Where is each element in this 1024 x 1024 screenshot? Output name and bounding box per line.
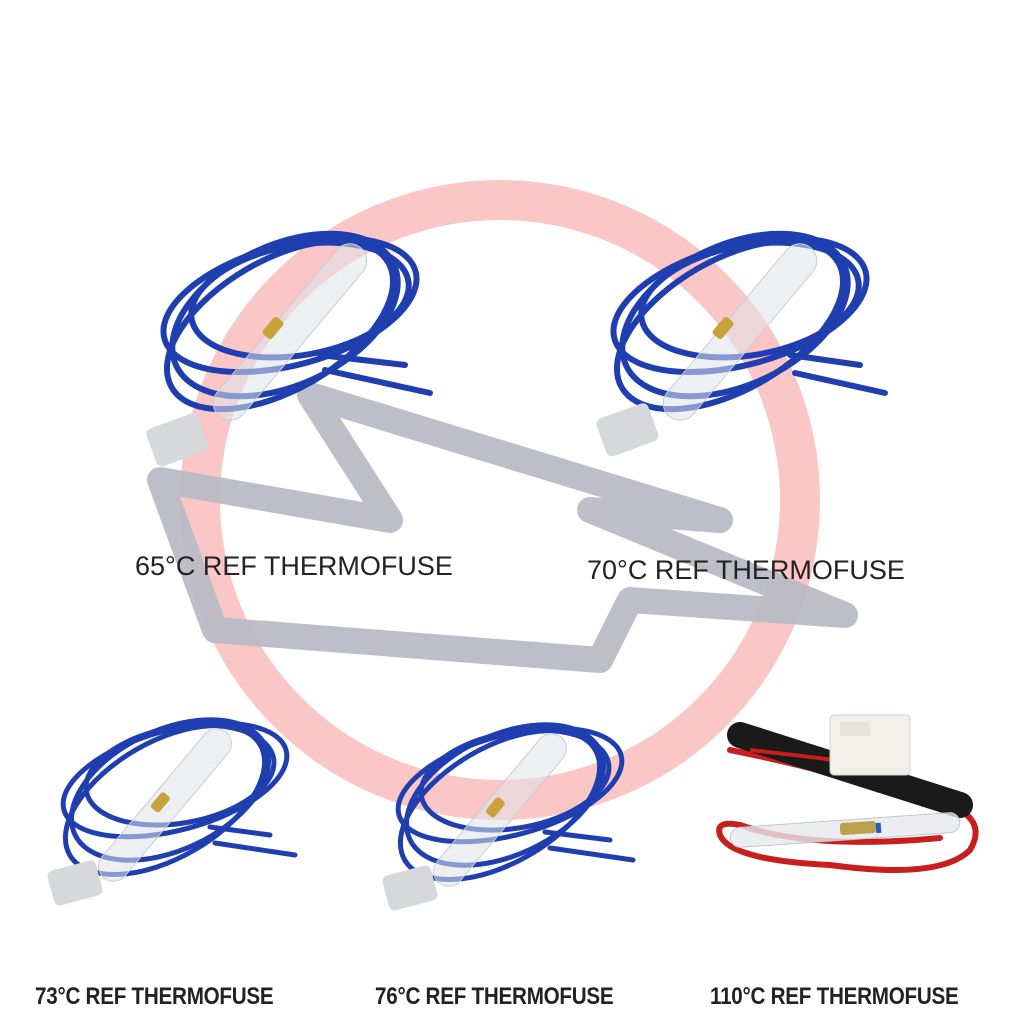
product-label-65: 65°C REF THERMOFUSE (135, 551, 453, 581)
thermofuse-110-image (716, 714, 979, 873)
product-label-70: 70°C REF THERMOFUSE (587, 555, 905, 585)
product-label-76: 76°C REF THERMOFUSE (375, 983, 614, 1010)
product-label-110: 110°C REF THERMOFUSE (710, 983, 959, 1010)
product-label-73: 73°C REF THERMOFUSE (35, 983, 274, 1010)
watermark-lightning-bolt-icon (147, 382, 858, 673)
thermofuse-73-image (47, 717, 298, 906)
thermofuse-70-image (596, 230, 888, 457)
thermofuse-76-image (382, 722, 636, 911)
thermofuse-65-image (146, 230, 433, 467)
